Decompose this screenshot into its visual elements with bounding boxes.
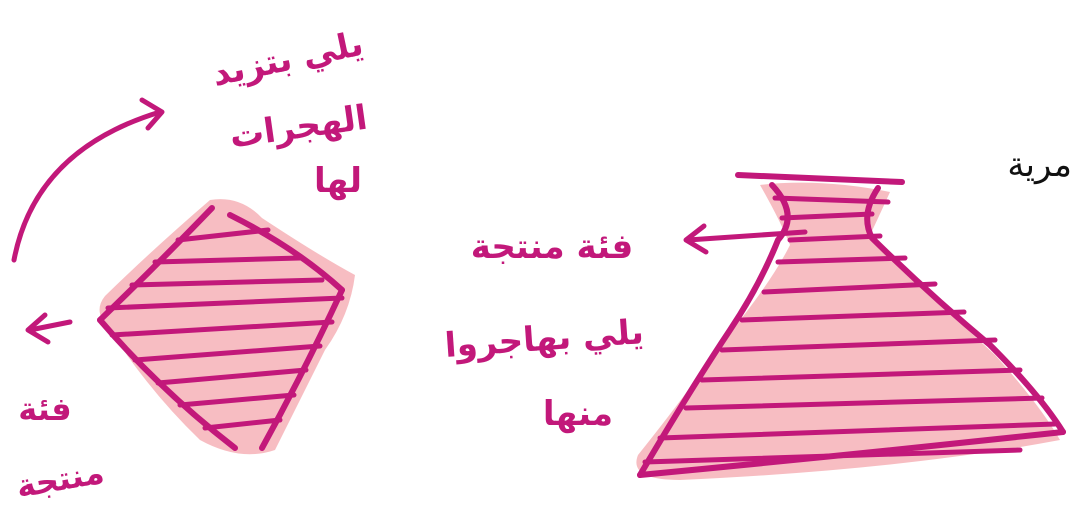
left-note-line-2: منتجة <box>13 453 107 506</box>
diamond-left-note: فئة منتجة <box>13 390 107 506</box>
pyramid-note: فئة منتجة يلي بهاجروا منها <box>443 227 645 434</box>
top-note-line-3: لها <box>314 161 362 201</box>
pyramid-note-line-1: فئة منتجة <box>471 227 634 267</box>
left-arrow <box>28 315 70 342</box>
pyramid-note-line-2: يلي بهاجروا <box>443 312 645 366</box>
pyramid-note-line-3: منها <box>543 394 613 434</box>
diamond-top-note: يلي بتزيد الهجرات لها <box>209 24 370 201</box>
top-note-line-1: يلي بتزيد <box>209 24 367 95</box>
left-note-line-1: فئة <box>18 390 71 428</box>
diamond-figure: يلي بتزيد الهجرات لها فئة منتجة <box>13 24 369 506</box>
curved-arrow <box>14 100 162 260</box>
top-note-line-2: الهجرات <box>227 98 370 157</box>
pyramid-figure: فئة منتجة يلي بهاجروا منها <box>443 175 1063 480</box>
partial-typed-word: مرية <box>1007 145 1072 185</box>
